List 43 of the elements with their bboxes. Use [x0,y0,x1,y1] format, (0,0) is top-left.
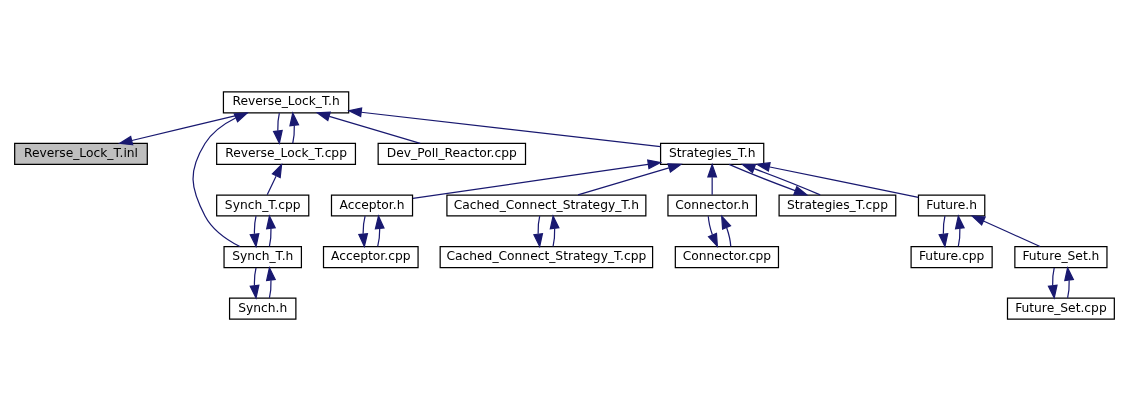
node-box: Future.cpp [910,246,993,269]
arrow [755,161,919,199]
arrow [720,214,732,247]
node-box: Connector.cpp [674,246,780,269]
arrow [374,214,385,247]
node-box: Acceptor.cpp [322,246,419,269]
arrow [740,163,821,196]
node-box: Future_Set.h [1014,246,1108,269]
node-box: Connector.h [667,194,757,217]
arrow [728,163,809,196]
node-box: Cached_Connect_Strategy_T.h [446,194,647,217]
node-box: Strategies_T.cpp [778,194,897,217]
node-box: Reverse_Lock_T.inl [14,142,148,165]
node-box: Reverse_Lock_T.h [222,91,350,114]
arrow [357,215,369,249]
arrow [249,215,260,249]
arrow [265,265,277,299]
arrow [265,214,277,247]
arrow [412,159,663,199]
node-box: Dev_Poll_Reactor.cpp [377,142,527,165]
node-box: Future_Set.cpp [1006,297,1115,320]
arrow [289,111,300,144]
arrow [117,112,249,146]
arrow [577,163,683,196]
arrow [707,215,719,249]
node-box: Cached_Connect_Strategy_T.cpp [439,246,654,269]
arrow [192,112,249,248]
node-box: Synch.h [228,297,297,320]
node-box: Synch_T.h [223,246,303,269]
arrow [266,162,283,196]
node-box: Reverse_Lock_T.cpp [216,142,357,165]
arrow [533,215,544,249]
arrow [272,112,283,146]
arrow [315,111,421,144]
arrow [1047,267,1058,300]
arrow [970,215,1041,248]
arrow [1064,265,1075,299]
node-box: Synch_T.cpp [216,194,310,217]
arrow [938,215,949,249]
arrow [347,107,662,148]
node-box: Future.h [917,194,986,217]
node-box: Acceptor.h [330,194,414,217]
node-box: Strategies_T.h [659,142,765,165]
